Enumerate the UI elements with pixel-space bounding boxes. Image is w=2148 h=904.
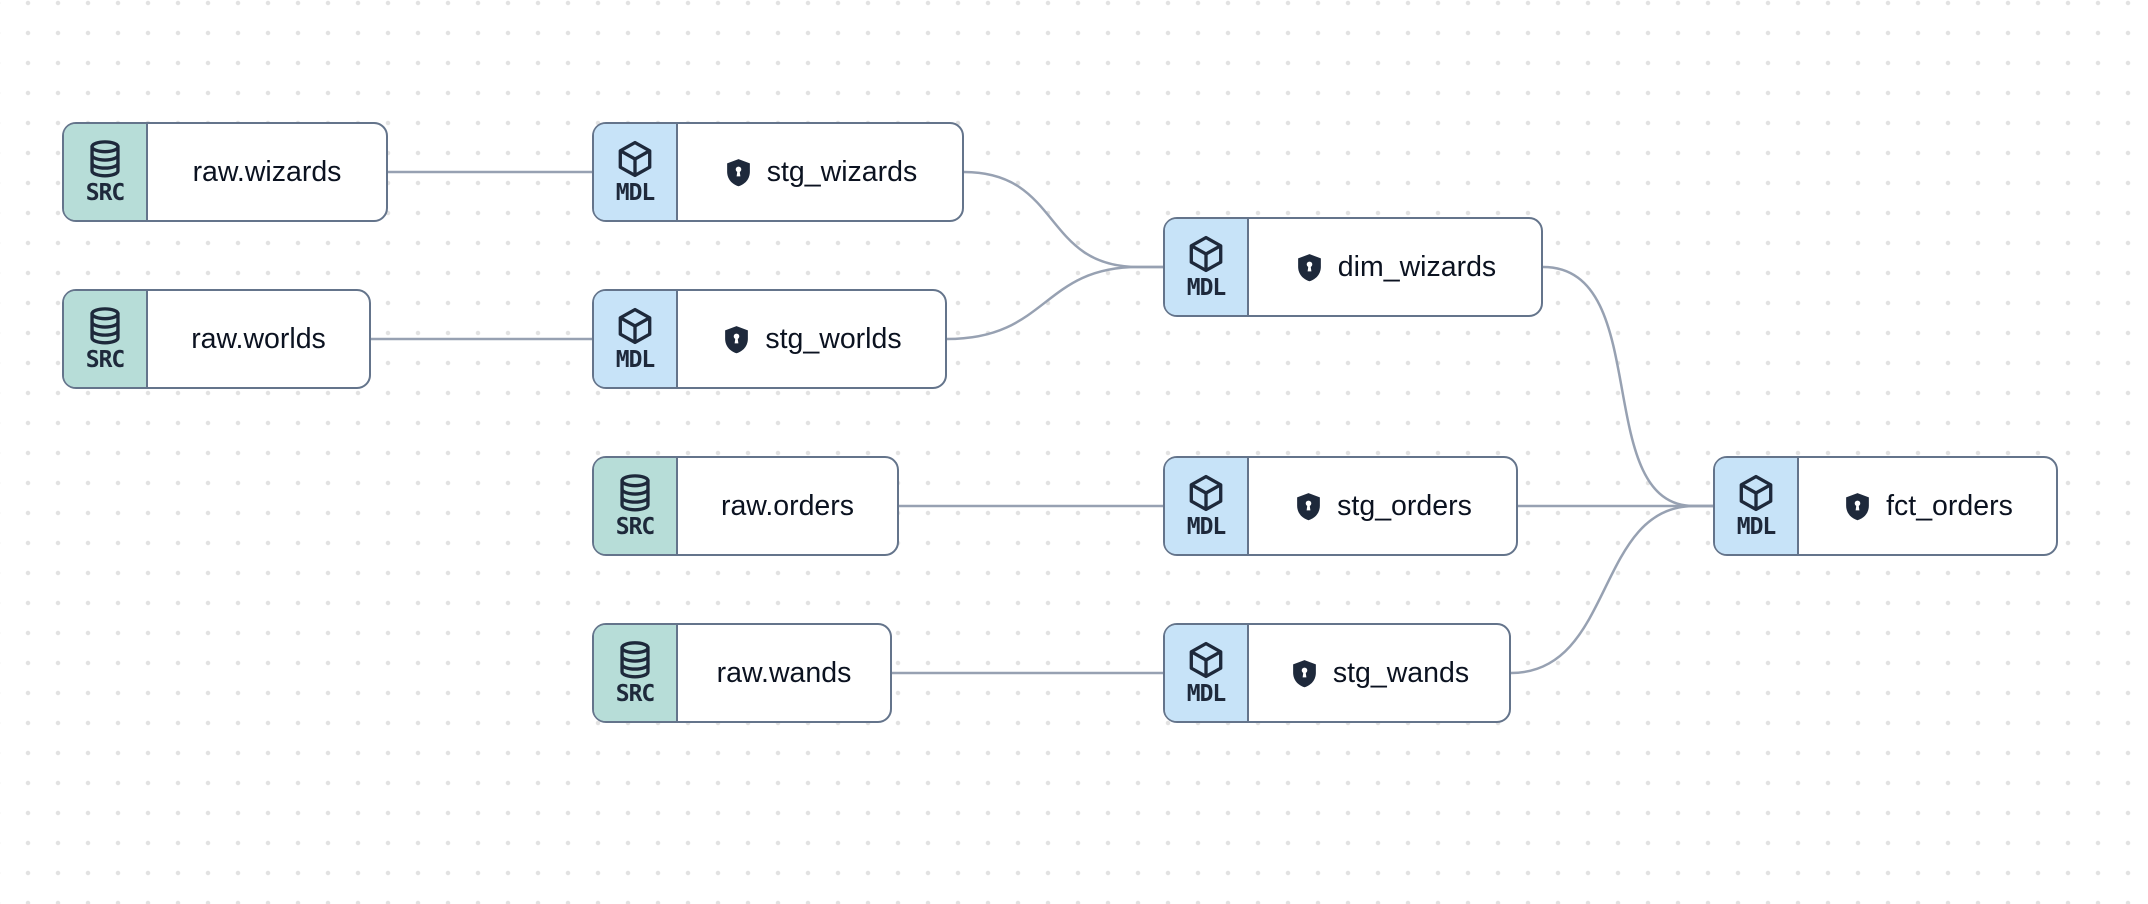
contract-shield-icon: [723, 157, 754, 188]
node-type-badge: SRC: [64, 124, 148, 220]
contract-shield-icon: [1293, 491, 1324, 522]
cube-icon: [1735, 472, 1777, 514]
node-name-label: fct_orders: [1886, 489, 2013, 522]
node-type-badge: MDL: [594, 124, 678, 220]
cube-icon: [614, 305, 656, 347]
cube-icon: [1185, 233, 1227, 275]
cube-icon: [614, 138, 656, 180]
edge-stg_worlds-to-dim_wizards: [946, 265, 1163, 341]
node-type-label: MDL: [615, 347, 656, 374]
node-stg_orders[interactable]: MDL stg_orders: [1163, 456, 1518, 556]
contract-shield-icon: [1842, 491, 1873, 522]
node-name-label: stg_worlds: [765, 322, 902, 355]
node-type-badge: MDL: [1165, 458, 1249, 554]
node-name-label: stg_wizards: [766, 155, 918, 188]
node-name-label: raw.orders: [720, 489, 855, 522]
node-type-label: MDL: [615, 180, 656, 207]
node-type-label: SRC: [85, 347, 126, 374]
edge-stg_wands-to-fct_orders: [1510, 504, 1713, 675]
node-type-label: MDL: [1186, 681, 1227, 708]
contract-shield-icon: [1289, 658, 1320, 689]
cube-icon: [1185, 639, 1227, 681]
cube-icon: [1185, 472, 1227, 514]
database-icon: [614, 472, 656, 514]
node-name-label: stg_wands: [1332, 656, 1470, 689]
contract-shield-icon: [1294, 252, 1325, 283]
node-stg_worlds[interactable]: MDL stg_worlds: [592, 289, 947, 389]
node-fct_orders[interactable]: MDL fct_orders: [1713, 456, 2058, 556]
database-icon: [614, 639, 656, 681]
database-icon: [84, 138, 126, 180]
node-name-label: dim_wizards: [1337, 250, 1497, 283]
node-type-badge: SRC: [594, 458, 678, 554]
node-type-label: MDL: [1186, 514, 1227, 541]
node-dim_wizards[interactable]: MDL dim_wizards: [1163, 217, 1543, 317]
node-type-badge: SRC: [64, 291, 148, 387]
node-raw-worlds[interactable]: SRC raw.worlds: [62, 289, 371, 389]
node-raw-wands[interactable]: SRC raw.wands: [592, 623, 892, 723]
node-stg_wands[interactable]: MDL stg_wands: [1163, 623, 1511, 723]
node-name-label: raw.wizards: [192, 155, 342, 188]
node-type-label: MDL: [1186, 275, 1227, 302]
node-type-label: SRC: [615, 681, 656, 708]
contract-shield-icon: [721, 324, 752, 355]
edge-dim_wizards-to-fct_orders: [1542, 265, 1713, 508]
database-icon: [84, 305, 126, 347]
node-name-label: raw.worlds: [191, 322, 326, 355]
node-type-label: MDL: [1736, 514, 1777, 541]
node-raw-wizards[interactable]: SRC raw.wizards: [62, 122, 388, 222]
node-type-label: SRC: [615, 514, 656, 541]
node-type-badge: MDL: [1165, 625, 1249, 721]
node-type-badge: MDL: [1715, 458, 1799, 554]
node-type-badge: MDL: [594, 291, 678, 387]
node-type-badge: MDL: [1165, 219, 1249, 315]
node-type-badge: SRC: [594, 625, 678, 721]
node-raw-orders[interactable]: SRC raw.orders: [592, 456, 899, 556]
node-stg_wizards[interactable]: MDL stg_wizards: [592, 122, 964, 222]
node-name-label: stg_orders: [1337, 489, 1472, 522]
node-name-label: raw.wands: [716, 656, 852, 689]
edge-stg_wizards-to-dim_wizards: [963, 170, 1163, 269]
node-type-label: SRC: [85, 180, 126, 207]
